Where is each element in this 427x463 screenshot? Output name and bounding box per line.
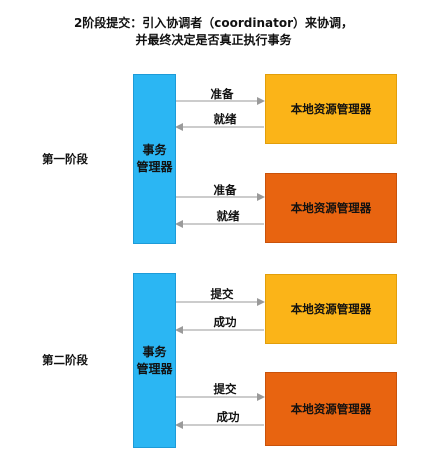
phase2-resource-manager-1: 本地资源管理器 [265, 274, 397, 344]
phase2-transaction-manager: 事务 管理器 [133, 273, 176, 448]
phase2-msg-commit-2: 提交 [213, 382, 237, 396]
phase1-resource-manager-2: 本地资源管理器 [265, 173, 397, 243]
title-line-2: 并最终决定是否真正执行事务 [135, 33, 292, 47]
phase1-label: 第一阶段 [42, 152, 88, 166]
diagram-title: 2阶段提交：引入协调者（coordinator）来协调， 并最终决定是否真正执行… [0, 15, 427, 49]
phase1-msg-prepare-2: 准备 [213, 183, 237, 197]
phase2-msg-success-1: 成功 [213, 315, 237, 329]
phase2-msg-commit-1: 提交 [210, 287, 234, 301]
title-line-1: 2阶段提交：引入协调者（coordinator）来协调， [73, 16, 354, 30]
phase2-msg-success-2: 成功 [216, 410, 240, 424]
phase2-tm-line1: 事务 [142, 344, 167, 359]
phase1-transaction-manager: 事务 管理器 [133, 74, 176, 244]
phase1-resource-manager-1: 本地资源管理器 [265, 74, 397, 144]
phase1-msg-prepare-1: 准备 [210, 87, 234, 101]
phase2-resource-manager-2: 本地资源管理器 [265, 372, 397, 446]
phase1-msg-ready-2: 就绪 [216, 209, 240, 223]
phase1-tm-line2: 管理器 [136, 160, 173, 174]
phase2-label: 第二阶段 [42, 353, 88, 367]
phase2-tm-line2: 管理器 [136, 361, 173, 376]
phase1-tm-line1: 事务 [142, 143, 167, 157]
phase1-msg-ready-1: 就绪 [213, 112, 237, 126]
